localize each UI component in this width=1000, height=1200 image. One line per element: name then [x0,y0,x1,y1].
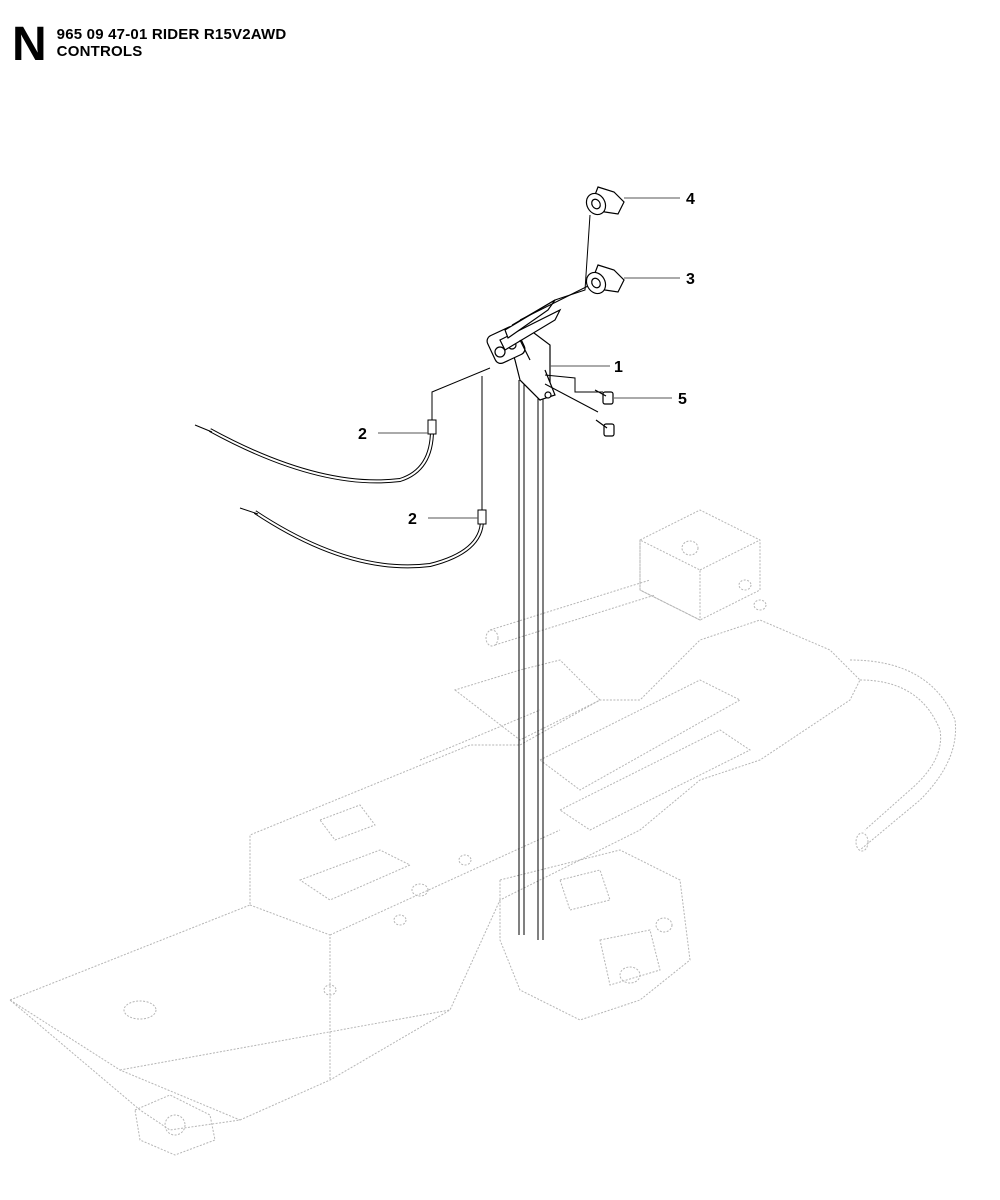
section-title: CONTROLS [56,43,143,60]
callout-1: 1 [614,359,623,376]
callout-2-lower: 2 [408,511,417,528]
lever-bracket-assembly [486,299,562,401]
part-number-title: 965 09 47-01 RIDER R15V2AWD [56,26,287,43]
diagram-header: N 965 09 47-01 RIDER R15V2AWD CONTROLS [12,18,287,71]
knob-4 [585,186,625,216]
callout-5: 5 [678,391,687,408]
cable-upper [194,419,437,484]
screw-upper [594,389,614,405]
mower-frame-background [9,509,957,1156]
callout-3: 3 [686,271,695,288]
knob-3 [585,264,625,295]
screw-lower [595,419,615,437]
callout-leaders [378,197,680,519]
callout-4: 4 [686,191,695,208]
cable-lower [239,507,487,569]
control-rod [518,380,544,940]
callout-2-upper: 2 [358,426,367,443]
connection-lines [431,214,603,515]
title-block: 965 09 47-01 RIDER R15V2AWD CONTROLS [57,24,287,60]
section-letter: N [12,18,47,71]
